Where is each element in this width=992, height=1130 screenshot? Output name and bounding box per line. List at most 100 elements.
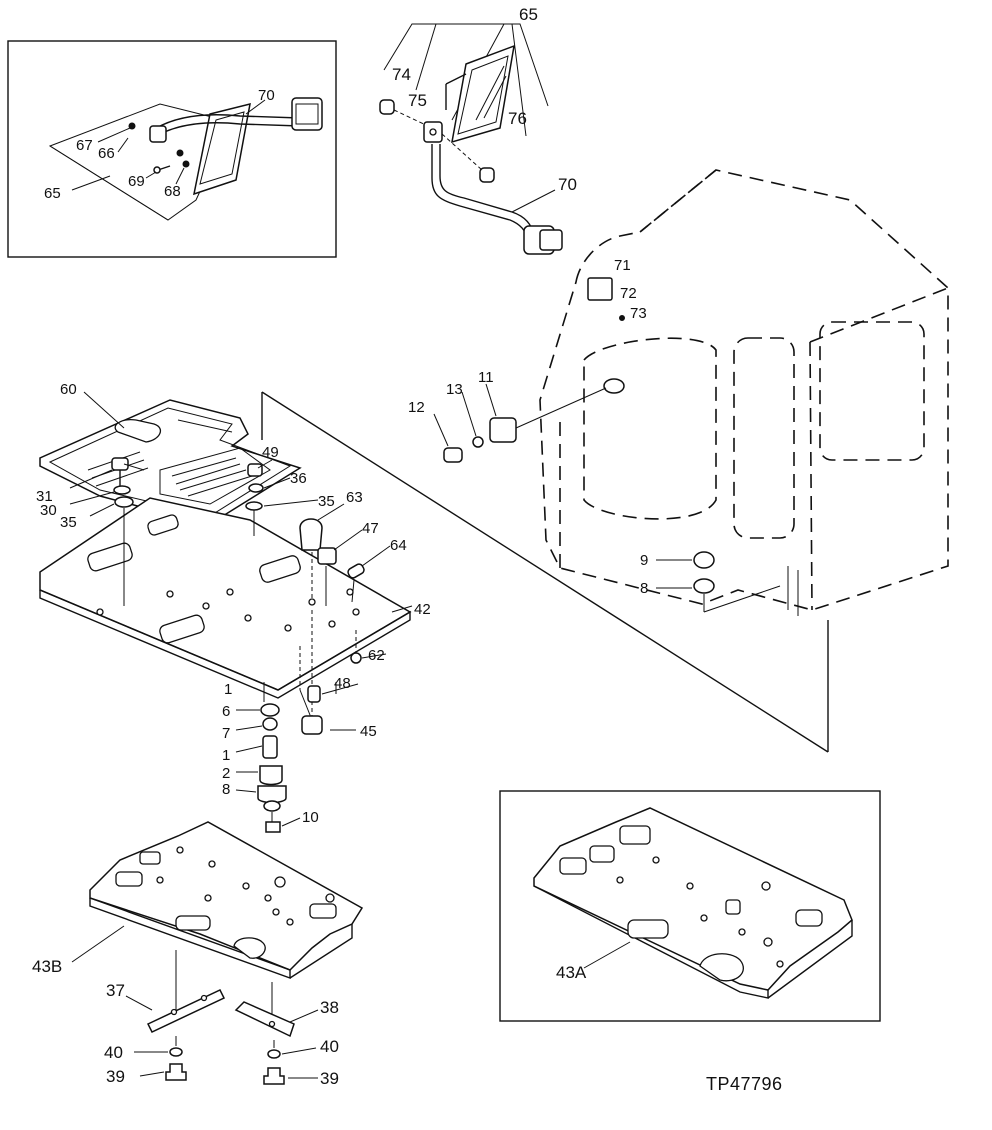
- label-68: 68: [164, 183, 181, 200]
- bushing-icon: [257, 785, 287, 804]
- spacer-icon: [307, 685, 321, 703]
- label-30: 30: [40, 502, 57, 519]
- washer-icon: [267, 1049, 281, 1059]
- label-10: 10: [302, 809, 319, 826]
- washer-icon: [693, 578, 715, 594]
- mirror-arm-icon: [431, 144, 563, 255]
- label-39: 39: [106, 1067, 125, 1086]
- bottom-plate-43b: 43B: [32, 821, 364, 1024]
- label-1: 1: [222, 747, 230, 764]
- bracket-icon: [146, 989, 226, 1033]
- nut-icon: [693, 551, 715, 569]
- label-70: 70: [558, 175, 577, 194]
- label-8: 8: [222, 781, 230, 798]
- label-70: 70: [258, 87, 275, 104]
- label-74: 74: [392, 65, 411, 84]
- cab-mount-hardware: 9 8: [640, 551, 781, 613]
- label-40: 40: [320, 1037, 339, 1056]
- label-35: 35: [318, 493, 335, 510]
- hinge-icon: [587, 277, 613, 301]
- label-6: 6: [222, 703, 230, 720]
- bracket-icon: [234, 1001, 295, 1038]
- label-9: 9: [640, 552, 648, 569]
- label-37: 37: [106, 981, 125, 1000]
- mirror-arm-icon: [149, 97, 323, 143]
- bottom-brackets: 37 38 40 40 39 39: [104, 981, 339, 1088]
- label-71: 71: [614, 257, 631, 274]
- bolt-icon: [265, 821, 281, 833]
- plate-slot-icon: [87, 542, 133, 572]
- washer-icon: [245, 501, 263, 511]
- label-64: 64: [390, 537, 407, 554]
- latch-icon: [489, 417, 517, 443]
- spacer-icon: [262, 735, 278, 759]
- label-2: 2: [222, 765, 230, 782]
- label-39: 39: [320, 1069, 339, 1088]
- nut-icon: [350, 652, 362, 664]
- washer-icon: [113, 485, 131, 495]
- latch-hole-icon: [603, 378, 625, 394]
- washer-icon: [182, 160, 190, 168]
- label-69: 69: [128, 173, 145, 190]
- nut-icon: [128, 122, 136, 130]
- bolt-icon: [443, 447, 463, 463]
- label-63: 63: [346, 489, 363, 506]
- washer-icon: [248, 483, 264, 493]
- label-13: 13: [446, 381, 463, 398]
- floor-mat: [39, 399, 302, 525]
- bolt-icon: [479, 167, 495, 183]
- label-76: 76: [508, 109, 527, 128]
- plate-fasteners: 60 49 36 35 31 30 35 63 47 64 42: [36, 381, 431, 618]
- label-35: 35: [60, 514, 77, 531]
- label-43a: 43A: [556, 963, 587, 982]
- figure-reference-number: TP47796: [706, 1074, 783, 1094]
- label-65: 65: [519, 5, 538, 24]
- plate-mount-stack: 62 48 45 1 6 7 1 2 8 10: [222, 610, 387, 833]
- floor-plate: [39, 497, 412, 699]
- washer-icon: [263, 800, 281, 812]
- label-47: 47: [362, 520, 379, 537]
- washer-icon: [114, 496, 134, 508]
- nut-icon: [301, 715, 323, 735]
- label-43b: 43B: [32, 957, 62, 976]
- label-12: 12: [408, 399, 425, 416]
- label-40: 40: [104, 1043, 123, 1062]
- label-38: 38: [320, 998, 339, 1017]
- washer-icon: [262, 717, 278, 731]
- label-1: 1: [224, 681, 232, 698]
- mirror-glass-icon: [451, 44, 515, 144]
- bushing-icon: [260, 703, 280, 717]
- label-8: 8: [640, 580, 648, 597]
- label-60: 60: [60, 381, 77, 398]
- screw-icon: [619, 315, 625, 321]
- label-73: 73: [630, 305, 647, 322]
- door-latch-parts: 11 13 12: [408, 369, 607, 463]
- nut-icon: [176, 149, 184, 157]
- label-11: 11: [478, 369, 494, 386]
- label-48: 48: [334, 675, 351, 692]
- inset-plate-43a: 43A: [499, 790, 881, 1022]
- label-65: 65: [44, 185, 61, 202]
- mirror-assembly: 65 74 75 76 70: [379, 5, 577, 255]
- bolt-icon: [247, 463, 263, 477]
- label-45: 45: [360, 723, 377, 740]
- label-42: 42: [414, 601, 431, 618]
- bolt-icon: [165, 1063, 187, 1081]
- plug-icon: [347, 563, 365, 579]
- label-7: 7: [222, 725, 230, 742]
- bolt-icon: [263, 1067, 285, 1085]
- bushing-icon: [259, 765, 283, 786]
- label-36: 36: [290, 470, 307, 487]
- washer-icon: [169, 1047, 183, 1057]
- mirror-glass-icon: [193, 102, 251, 196]
- cab-outline: 71 72 73: [539, 169, 949, 616]
- label-75: 75: [408, 91, 427, 110]
- label-62: 62: [368, 647, 385, 664]
- nut-icon: [379, 99, 395, 115]
- washer-icon: [472, 436, 484, 448]
- label-31: 31: [36, 488, 53, 505]
- label-72: 72: [620, 285, 637, 302]
- label-67: 67: [76, 137, 93, 154]
- grommet-icon: [299, 518, 323, 551]
